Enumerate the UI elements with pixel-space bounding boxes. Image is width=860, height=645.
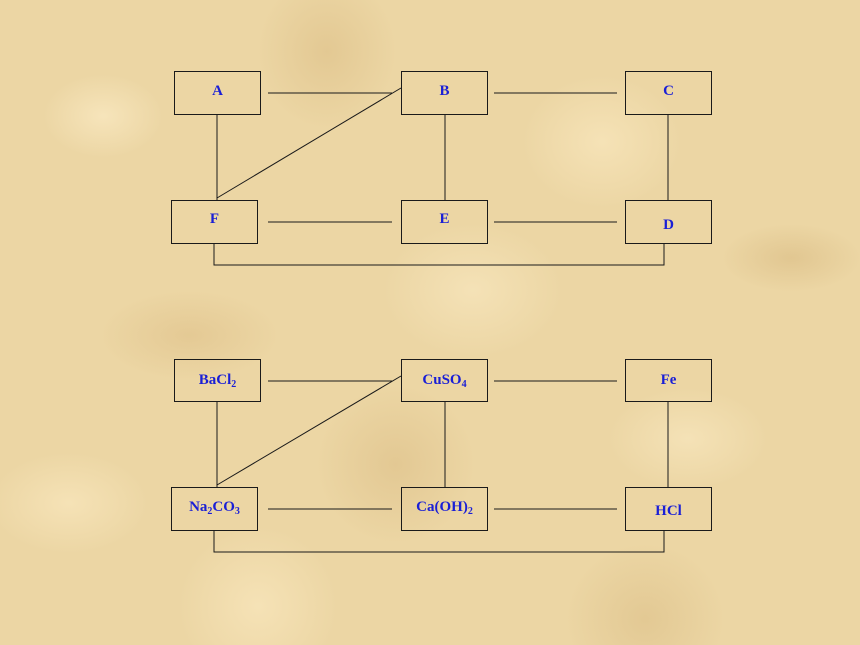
na2co3-part1: Na xyxy=(189,498,208,515)
node-caoh2: Ca(OH)2 xyxy=(401,487,488,531)
node-e-label: E xyxy=(439,210,450,227)
edge-na2co3-hcl xyxy=(213,531,665,553)
cuso4-main: CuSO xyxy=(422,372,462,388)
node-a-label: A xyxy=(212,82,223,99)
edge-f-d xyxy=(213,244,665,266)
node-na2co3: Na2CO3 xyxy=(171,487,258,531)
node-d: D xyxy=(625,200,712,244)
node-caoh2-label: Ca(OH)2 xyxy=(416,498,473,517)
na2co3-part2: CO xyxy=(212,498,235,515)
na2co3-sub2: 3 xyxy=(234,505,240,517)
caoh2-subscript: 2 xyxy=(467,505,473,517)
bacl2-main: BaCl xyxy=(198,372,232,388)
node-b: B xyxy=(401,71,488,115)
node-a: A xyxy=(174,71,261,115)
na2co3-sub1: 2 xyxy=(207,505,213,517)
caoh2-main: Ca(OH) xyxy=(416,498,468,515)
node-e: E xyxy=(401,200,488,244)
node-c: C xyxy=(625,71,712,115)
node-fe-label: Fe xyxy=(660,372,677,388)
node-fe: Fe xyxy=(625,359,712,402)
node-f-label: F xyxy=(209,210,220,227)
node-hcl-label: HCl xyxy=(655,502,682,519)
node-na2co3-label: Na2CO3 xyxy=(189,498,240,517)
node-c-label: C xyxy=(663,82,674,99)
node-cuso4: CuSO4 xyxy=(401,359,488,402)
node-f: F xyxy=(171,200,258,244)
edge-na2co3-cuso4 xyxy=(216,375,402,486)
cuso4-subscript: 4 xyxy=(461,379,467,390)
node-bacl2-label: BaCl2 xyxy=(198,372,237,390)
node-cuso4-label: CuSO4 xyxy=(422,372,467,390)
edge-f-b xyxy=(216,87,402,199)
node-hcl: HCl xyxy=(625,487,712,531)
bacl2-subscript: 2 xyxy=(231,379,237,390)
node-d-label: D xyxy=(663,216,674,233)
node-bacl2: BaCl2 xyxy=(174,359,261,402)
node-b-label: B xyxy=(439,82,450,99)
